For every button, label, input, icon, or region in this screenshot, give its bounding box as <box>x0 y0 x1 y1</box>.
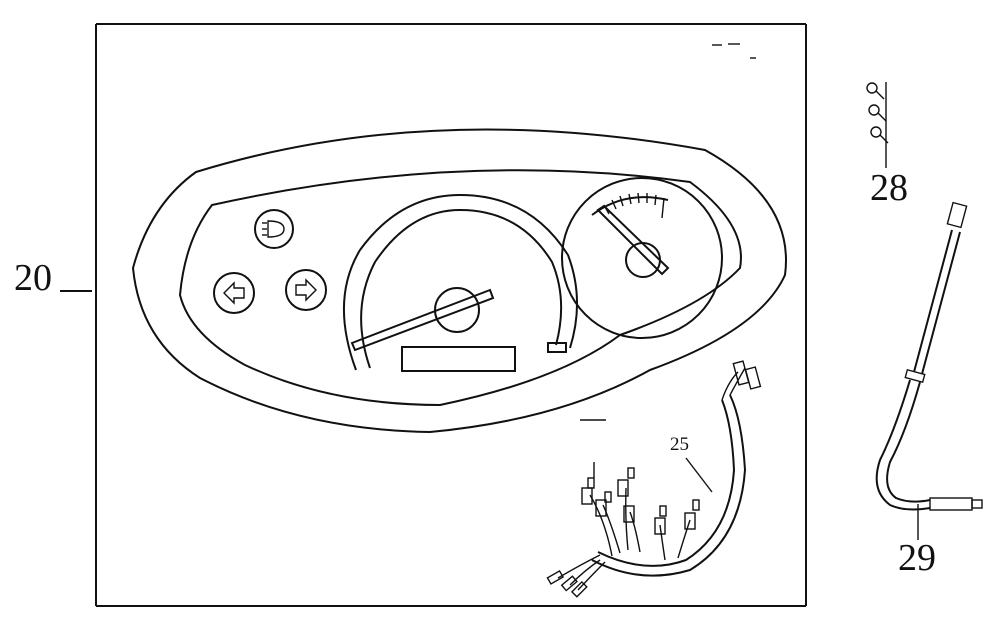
speedometer <box>343 193 578 372</box>
assembly-frame <box>95 23 807 607</box>
wiring-harness <box>546 360 762 598</box>
left-turn-indicator-icon <box>213 272 255 314</box>
right-turn-indicator-icon <box>285 269 327 311</box>
callout-29-label: 29 <box>898 537 936 579</box>
speedometer-needle <box>350 288 495 352</box>
callout-20-label: 20 <box>14 257 52 299</box>
speedometer-cable <box>875 201 983 540</box>
cluster-inner-bezel <box>178 169 742 407</box>
cluster-outer-housing <box>131 128 787 434</box>
callout-25-label: 25 <box>670 434 689 455</box>
hidden-callout-fragment <box>712 43 756 59</box>
screws <box>866 82 889 168</box>
fuel-gauge-needle <box>596 204 670 276</box>
callout-28-label: 28 <box>870 167 908 209</box>
odometer-window <box>401 346 516 372</box>
instrument-cluster <box>131 128 787 434</box>
fuel-gauge <box>561 177 723 339</box>
callout-25-leader <box>685 457 713 493</box>
headlight-indicator-icon <box>254 209 294 249</box>
